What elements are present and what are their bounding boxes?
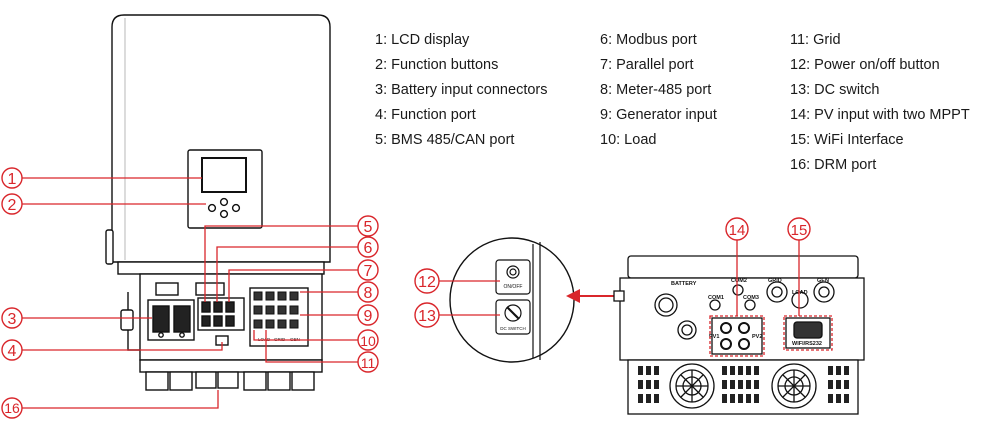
- callout-13: 13: [414, 302, 440, 328]
- legend-item-grid: 11: Grid: [790, 32, 841, 48]
- callout-5: 5: [357, 215, 379, 237]
- callout-6: 6: [357, 236, 379, 258]
- label-com2: COM2: [731, 278, 747, 284]
- svg-text:10: 10: [360, 333, 376, 349]
- label-wifi: WIFI/RS232: [792, 341, 822, 347]
- legend-item-modbus-port: 6: Modbus port: [600, 32, 697, 48]
- dc-switch-label: DC SWITCH: [500, 326, 526, 331]
- left-leader-lines: [22, 177, 358, 409]
- callout-4: 4: [1, 339, 23, 361]
- legend-item-dc-switch: 13: DC switch: [790, 82, 880, 98]
- zoom-detail: ON/OFF DC SWITCH: [449, 237, 575, 363]
- callout-12: 12: [414, 268, 440, 294]
- callout-14: 14: [725, 217, 749, 241]
- legend-column-2: 6: Modbus port 7: Parallel port 8: Meter…: [600, 28, 717, 153]
- onoff-label: ON/OFF: [504, 284, 523, 290]
- callout-15: 15: [787, 217, 811, 241]
- svg-text:7: 7: [364, 263, 373, 280]
- legend-item-bms-port: 5: BMS 485/CAN port: [375, 132, 515, 148]
- callout-7: 7: [357, 259, 379, 281]
- svg-text:3: 3: [8, 311, 17, 328]
- label-load: LOAD: [792, 290, 808, 296]
- label-pv1: PV1: [709, 334, 719, 340]
- legend-item-meter-port: 8: Meter-485 port: [600, 82, 712, 98]
- label-com3: COM3: [743, 295, 759, 301]
- label-gen: GEN: [817, 278, 829, 284]
- svg-text:9: 9: [364, 308, 373, 325]
- legend-item-generator-input: 9: Generator input: [600, 107, 717, 123]
- svg-text:11: 11: [361, 355, 376, 371]
- svg-text:15: 15: [791, 222, 808, 239]
- left-callouts: 1 2 3 4 5 6 7 8 9 10 11 16: [1, 167, 379, 419]
- label-com1: COM1: [708, 295, 724, 301]
- callout-10: 10: [357, 329, 379, 351]
- svg-text:14: 14: [729, 222, 746, 239]
- callout-8: 8: [357, 281, 379, 303]
- svg-text:2: 2: [8, 197, 17, 214]
- svg-text:12: 12: [418, 274, 436, 291]
- legend-item-battery-input: 3: Battery input connectors: [375, 82, 548, 98]
- legend-item-drm-port: 16: DRM port: [790, 157, 877, 173]
- svg-text:1: 1: [8, 171, 17, 188]
- svg-text:4: 4: [8, 343, 17, 360]
- legend-item-wifi-interface: 15: WiFi Interface: [790, 132, 904, 148]
- svg-text:6: 6: [364, 240, 373, 257]
- label-pv2: PV2: [752, 334, 762, 340]
- callout-1: 1: [1, 167, 23, 189]
- svg-text:5: 5: [364, 219, 373, 236]
- svg-text:16: 16: [4, 400, 20, 416]
- legend-item-power-button: 12: Power on/off button: [790, 57, 940, 73]
- legend-item-function-port: 4: Function port: [375, 107, 476, 123]
- legend-column-1: 1: LCD display 2: Function buttons 3: Ba…: [375, 28, 548, 153]
- legend-item-function-buttons: 2: Function buttons: [375, 57, 499, 73]
- inverter-bottom-view: [613, 255, 865, 415]
- callout-11: 11: [357, 351, 379, 373]
- arrow-red: [566, 289, 618, 303]
- inverter-front-view: [105, 14, 331, 391]
- svg-text:8: 8: [364, 285, 373, 302]
- label-grid: GRID: [768, 278, 782, 284]
- legend-column-3: 11: Grid 12: Power on/off button 13: DC …: [790, 28, 970, 178]
- label-battery: BATTERY: [671, 281, 697, 287]
- callout-16: 16: [1, 397, 23, 419]
- callout-2: 2: [1, 193, 23, 215]
- legend-item-parallel-port: 7: Parallel port: [600, 57, 694, 73]
- svg-text:13: 13: [418, 308, 436, 325]
- legend-item-lcd-display: 1: LCD display: [375, 32, 470, 48]
- lcd-screen: [201, 157, 247, 193]
- legend-item-load: 10: Load: [600, 132, 657, 148]
- callout-9: 9: [357, 304, 379, 326]
- legend-item-pv-input: 14: PV input with two MPPT: [790, 107, 970, 123]
- callout-3: 3: [1, 307, 23, 329]
